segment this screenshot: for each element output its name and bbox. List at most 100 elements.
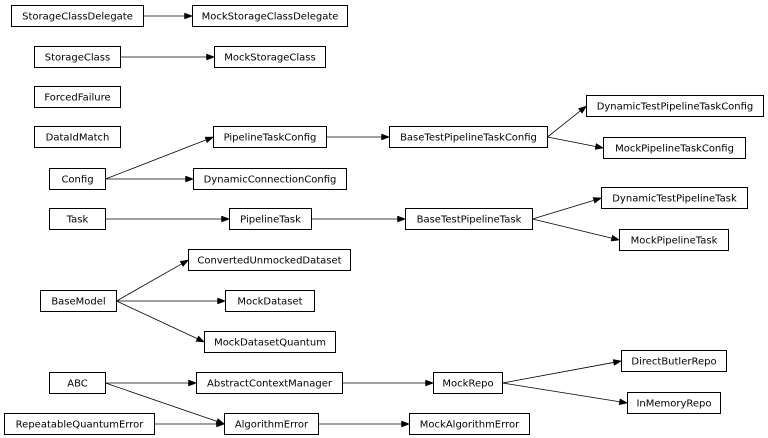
arrowhead [179, 259, 190, 268]
node-label-algorithm-error: AlgorithmError [235, 420, 309, 431]
node-label-dynamic-test-pipeline-task-config: DynamicTestPipelineTaskConfig [597, 102, 754, 113]
node-task: Task [49, 208, 106, 230]
arrowhead [221, 215, 231, 223]
arrowhead [216, 420, 226, 428]
node-label-base-test-pipeline-task: BaseTestPipelineTask [417, 215, 522, 226]
node-label-repeatable-quantum-error: RepeatableQuantumError [16, 420, 145, 431]
edge-mock-repo-to-in-memory-repo [502, 382, 629, 406]
node-label-mock-algorithm-error: MockAlgorithmError [420, 420, 520, 431]
arrowhead [381, 133, 391, 141]
node-box-config [49, 168, 106, 190]
node-label-direct-butler-repo: DirectButlerRepo [631, 357, 716, 368]
edge-config-to-dynamic-connection-config [105, 175, 195, 183]
edge-pipeline-task-to-base-test-pipeline-task [311, 215, 407, 223]
node-box-base-test-pipeline-task-config [389, 126, 548, 148]
node-storage-class-delegate: StorageClassDelegate [11, 5, 144, 27]
node-in-memory-repo: InMemoryRepo [627, 392, 721, 414]
node-box-mock-storage-class-delegate [192, 5, 348, 27]
node-label-pipeline-task-config: PipelineTaskConfig [224, 133, 317, 144]
node-base-test-pipeline-task-config: BaseTestPipelineTaskConfig [389, 126, 548, 148]
node-label-mock-pipeline-task-config: MockPipelineTaskConfig [615, 144, 734, 155]
node-mock-pipeline-task: MockPipelineTask [619, 229, 729, 251]
edge-line [532, 199, 594, 220]
arrowhead [577, 105, 588, 114]
node-label-converted-unmocked-dataset: ConvertedUnmockedDataset [197, 256, 341, 267]
edge-pipeline-task-config-to-base-test-pipeline-task-config [326, 133, 391, 141]
node-box-mock-repo [433, 372, 503, 394]
node-box-repeatable-quantum-error [4, 413, 155, 435]
edge-line [532, 218, 612, 239]
node-label-mock-pipeline-task: MockPipelineTask [631, 236, 718, 247]
node-mock-storage-class: MockStorageClass [214, 46, 326, 68]
node-box-mock-algorithm-error [409, 413, 530, 435]
node-box-converted-unmocked-dataset [188, 249, 351, 271]
node-mock-storage-class-delegate: MockStorageClassDelegate [192, 5, 348, 27]
node-box-base-model [40, 290, 117, 312]
edge-line [502, 362, 614, 384]
arrowhead [594, 143, 605, 150]
node-box-pipeline-task [229, 208, 312, 230]
edge-storage-class-to-mock-storage-class [120, 53, 216, 61]
arrowhead [188, 379, 198, 387]
node-label-storage-class: StorageClass [45, 53, 110, 64]
node-box-in-memory-repo [627, 392, 721, 414]
arrowhead [217, 297, 227, 305]
node-box-mock-pipeline-task [619, 229, 729, 251]
node-box-algorithm-error [224, 413, 319, 435]
edge-mock-repo-to-direct-butler-repo [502, 359, 623, 384]
edge-repeatable-quantum-error-to-algorithm-error [154, 420, 226, 428]
edge-line [547, 136, 596, 147]
arrowhead [610, 234, 621, 242]
edge-config-to-pipeline-task-config [105, 136, 215, 180]
node-mock-dataset-quantum: MockDatasetQuantum [204, 331, 336, 353]
node-dynamic-test-pipeline-task: DynamicTestPipelineTask [601, 187, 748, 209]
arrowhead [204, 136, 215, 144]
edge-abc-to-abstract-context-manager [105, 379, 198, 387]
node-abc: ABC [49, 372, 106, 394]
edge-abstract-context-manager-to-mock-repo [342, 379, 435, 387]
edge-storage-class-delegate-to-mock-storage-class-delegate [143, 12, 194, 20]
node-box-dynamic-test-pipeline-task [601, 187, 748, 209]
node-pipeline-task-config: PipelineTaskConfig [213, 126, 327, 148]
edge-base-test-pipeline-task-config-to-dynamic-test-pipeline-task-config [547, 105, 588, 138]
node-mock-algorithm-error: MockAlgorithmError [409, 413, 530, 435]
node-label-in-memory-repo: InMemoryRepo [636, 399, 711, 410]
node-label-task: Task [66, 215, 89, 226]
node-label-storage-class-delegate: StorageClassDelegate [22, 12, 133, 23]
node-label-abstract-context-manager: AbstractContextManager [207, 379, 333, 390]
edge-line [502, 382, 620, 403]
node-abstract-context-manager: AbstractContextManager [196, 372, 343, 394]
node-label-dynamic-connection-config: DynamicConnectionConfig [204, 175, 337, 186]
node-base-model: BaseModel [40, 290, 117, 312]
node-box-mock-dataset [225, 290, 315, 312]
node-box-pipeline-task-config [213, 126, 327, 148]
node-repeatable-quantum-error: RepeatableQuantumError [4, 413, 155, 435]
node-label-abc: ABC [67, 379, 88, 390]
edge-line [105, 382, 218, 422]
edge-base-test-pipeline-task-to-mock-pipeline-task [532, 218, 621, 242]
node-box-dynamic-test-pipeline-task-config [586, 95, 764, 117]
node-storage-class: StorageClass [34, 46, 121, 68]
edge-line [116, 300, 198, 339]
node-mock-dataset: MockDataset [225, 290, 315, 312]
node-mock-pipeline-task-config: MockPipelineTaskConfig [603, 137, 746, 159]
node-box-abstract-context-manager [196, 372, 343, 394]
node-data-id-match: DataIdMatch [34, 126, 121, 148]
node-box-storage-class [34, 46, 121, 68]
node-box-storage-class-delegate [11, 5, 144, 27]
edge-base-model-to-mock-dataset-quantum [116, 300, 206, 343]
edge-algorithm-error-to-mock-algorithm-error [318, 420, 411, 428]
edge-base-test-pipeline-task-to-dynamic-test-pipeline-task [532, 197, 603, 220]
edge-line [547, 110, 581, 138]
node-box-mock-storage-class [214, 46, 326, 68]
node-label-mock-storage-class: MockStorageClass [224, 53, 315, 64]
node-label-dynamic-test-pipeline-task: DynamicTestPipelineTask [612, 194, 737, 205]
node-label-mock-dataset: MockDataset [237, 297, 302, 308]
edge-line [116, 263, 182, 302]
node-box-mock-pipeline-task-config [603, 137, 746, 159]
node-mock-repo: MockRepo [433, 372, 503, 394]
node-label-config: Config [61, 175, 93, 186]
node-box-task [49, 208, 106, 230]
node-label-mock-dataset-quantum: MockDatasetQuantum [214, 338, 326, 349]
